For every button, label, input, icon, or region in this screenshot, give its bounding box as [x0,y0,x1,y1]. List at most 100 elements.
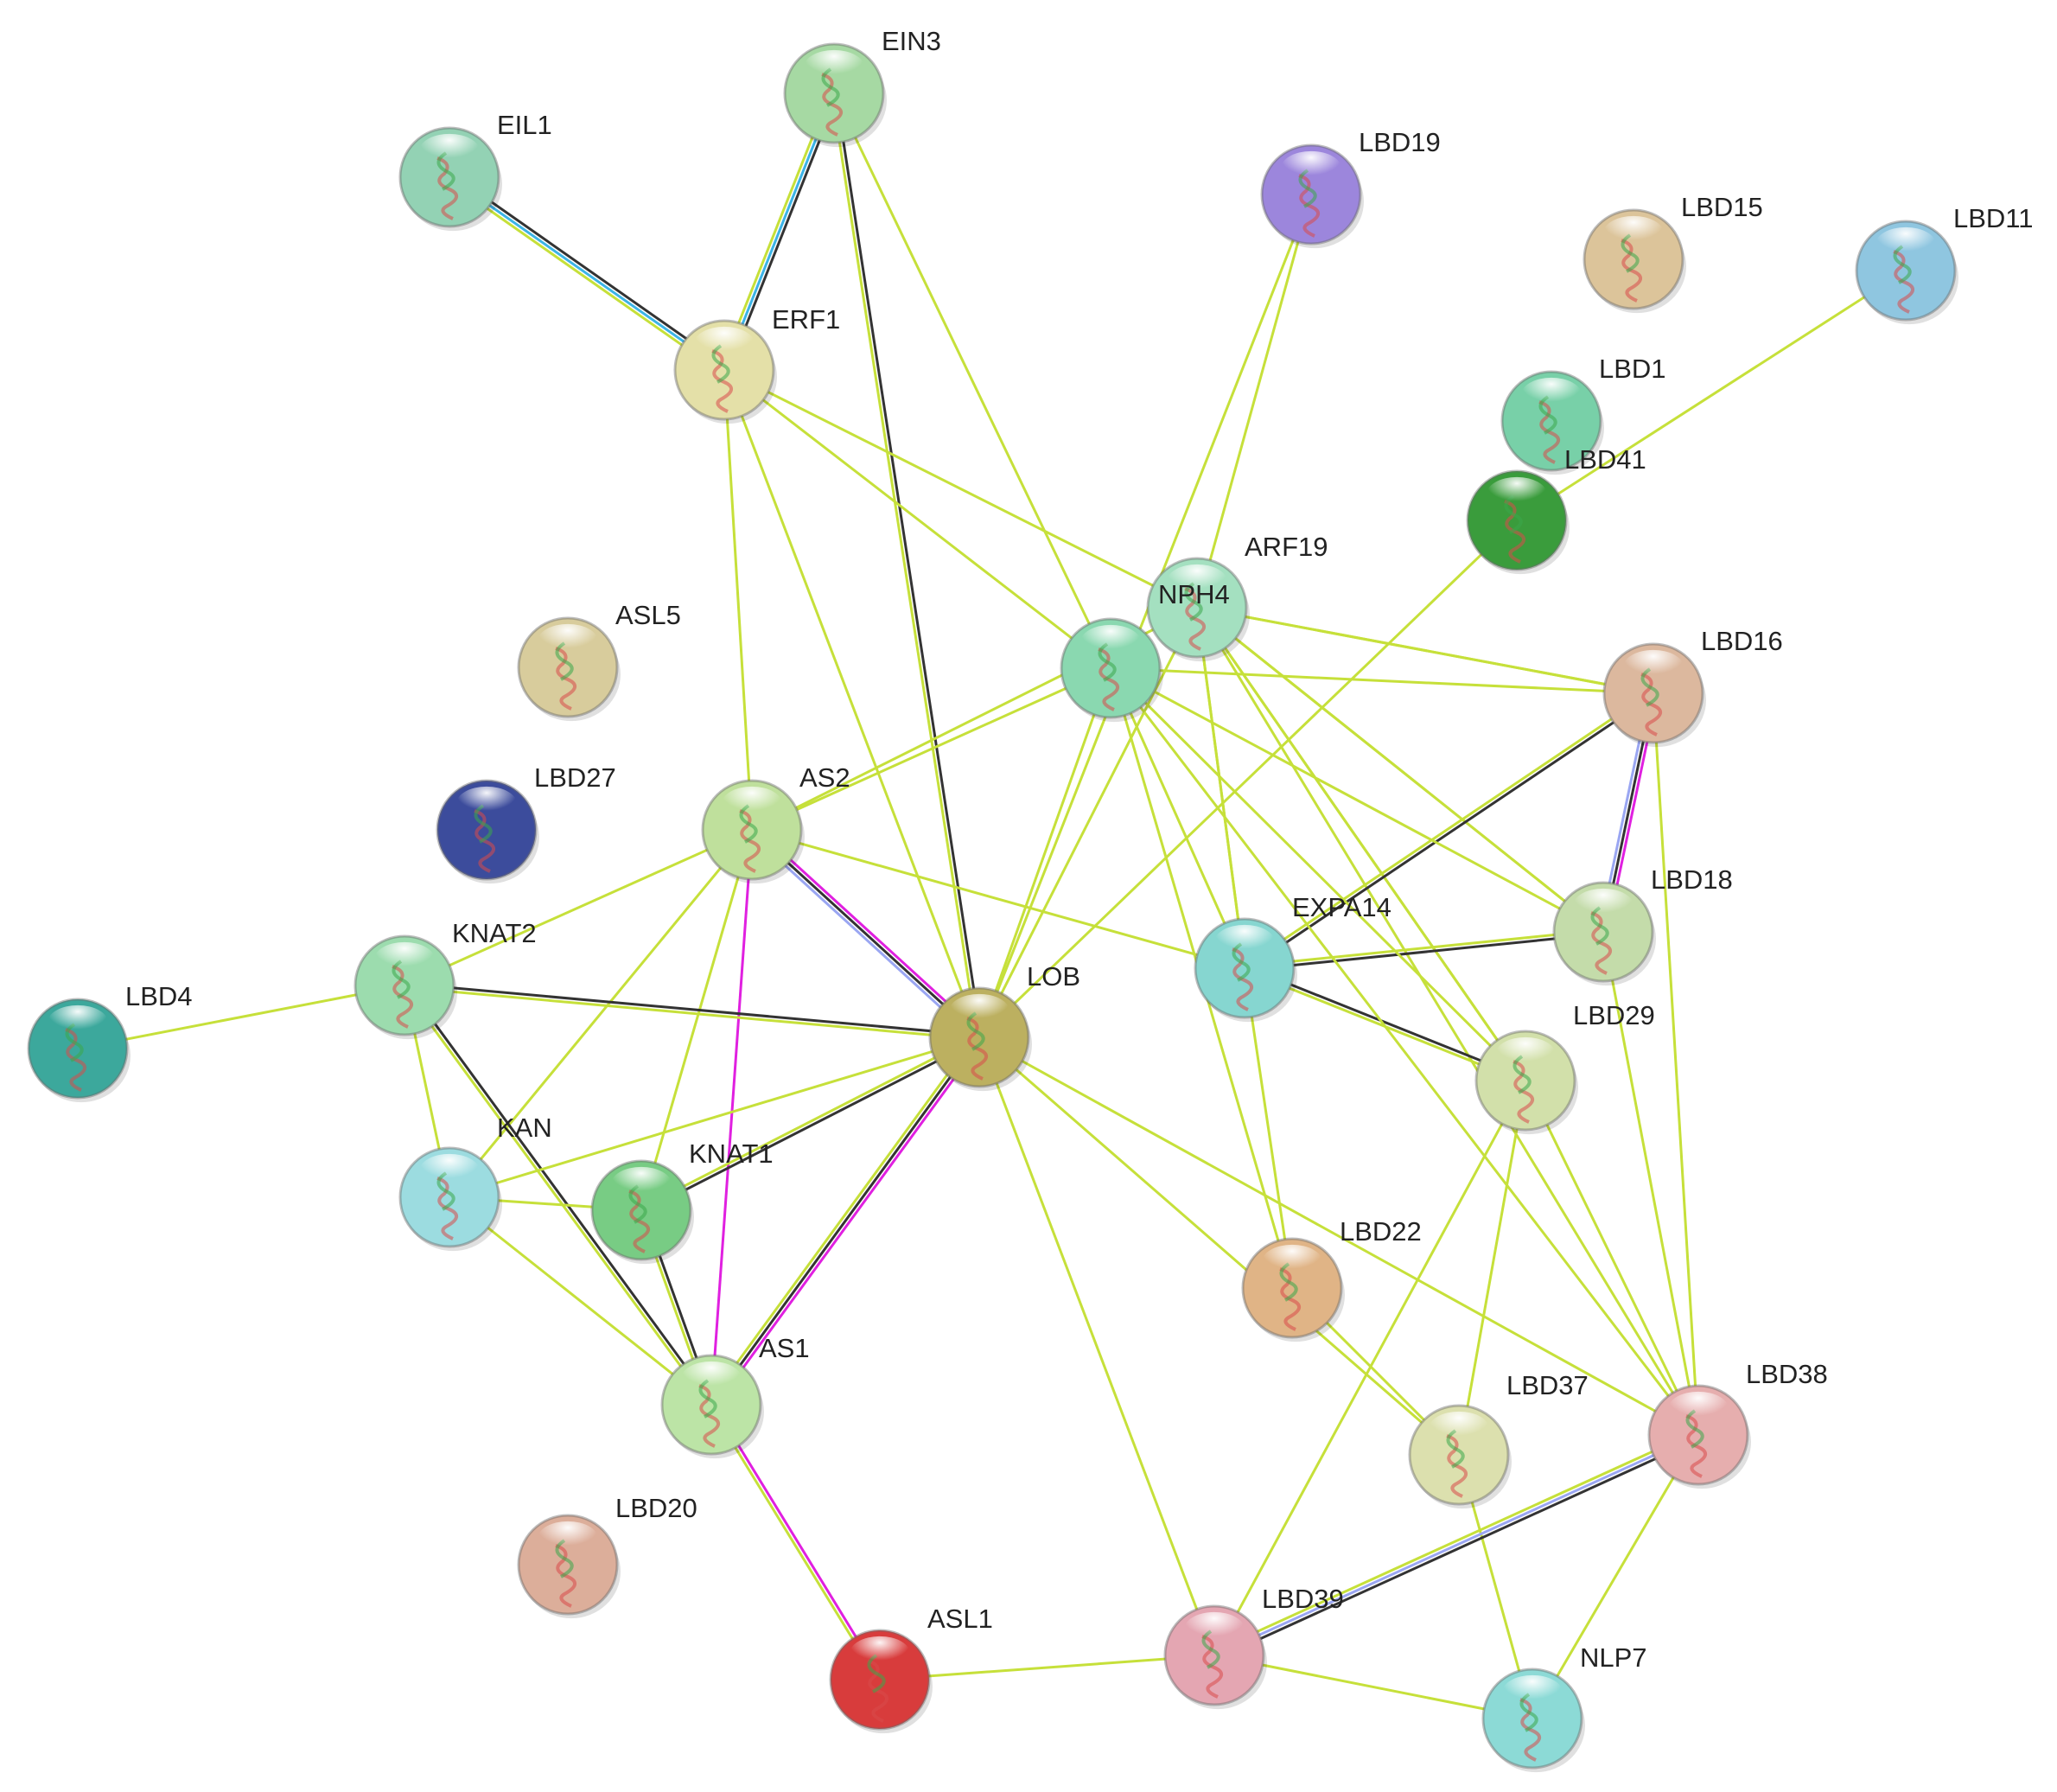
edge-arf19-lbd29-textmining [1195,607,1527,1081]
edge-lbd29-lbd37-textmining [1457,1080,1527,1456]
node-highlight [849,1636,911,1672]
node-highlight [1183,1611,1245,1648]
node-label-nlp7: NLP7 [1580,1642,1647,1673]
node-label-eil1: EIL1 [497,110,552,140]
node-lbd15[interactable]: LBD15 [1583,192,1763,314]
edge-kan-as1-textmining [449,1196,712,1406]
node-lbd38[interactable]: LBD38 [1647,1359,1828,1489]
edge-ein3-erf1-coexpression [726,94,839,373]
node-highlight [418,1153,481,1189]
node-highlight [1280,150,1342,187]
node-lbd1[interactable]: LBD1 [1500,354,1666,475]
node-label-kan: KAN [497,1113,552,1143]
node-lbd18[interactable]: LBD18 [1552,864,1733,986]
node-label-nph4: NPH4 [1158,579,1230,609]
node-label-lbd39: LBD39 [1262,1584,1344,1614]
node-label-expa14: EXPA14 [1292,892,1392,922]
edge-hub-lbd16 [1110,666,1654,695]
edge-hub-expa14 [1109,667,1246,969]
node-lbd27[interactable]: LBD27 [436,762,616,884]
node-highlight [1486,476,1548,513]
node-eil1[interactable]: EIL1 [398,110,552,232]
node-lbd16[interactable]: LBD16 [1602,626,1783,748]
edge-ein3-erf1-textmining [719,91,832,369]
node-expa14[interactable]: EXPA14 [1194,892,1392,1023]
node-lbd22[interactable]: LBD22 [1241,1216,1422,1342]
node-asl5[interactable]: ASL5 [517,600,681,722]
node-lbd20[interactable]: LBD20 [517,1493,697,1619]
edge-layer [77,91,1907,1720]
node-knat1[interactable]: KNAT1 [590,1138,774,1265]
edge-as2-kan-textmining [448,829,754,1198]
node-highlight [1520,377,1583,413]
edge-as2-expa14-textmining [751,828,1245,970]
node-label-lbd1: LBD1 [1599,354,1666,384]
node-lbd41[interactable]: LBD41 [1466,444,1646,575]
edge-knat2-lbd4-textmining [77,984,405,1050]
node-lbd4[interactable]: LBD4 [27,981,193,1103]
edge-as2-as1-experimental [710,829,754,1406]
node-label-knat2: KNAT2 [452,918,537,948]
node-label-arf19: ARF19 [1245,532,1328,562]
node-knat2[interactable]: KNAT2 [353,918,537,1040]
edge-lbd18-expa14-coexpression [1245,932,1604,972]
node-highlight [418,133,481,169]
edge-eil1-erf1-coexpression [450,173,728,368]
node-lbd37[interactable]: LBD37 [1408,1370,1589,1509]
node-erf1[interactable]: ERF1 [673,304,840,424]
edge-lob-lbd38-textmining [978,1036,1699,1437]
edge-as2-knat1-textmining [640,829,754,1211]
edge-arf19-expa14-textmining [1195,607,1246,969]
edge-as1-asl1-experimental [711,1403,883,1680]
edge-hub-lbd38 [1109,667,1700,1436]
edge-expa14-lbd29-coexpression [1245,965,1527,1081]
node-highlight [1428,1411,1490,1447]
edge-lob-as1-textmining [707,1034,978,1404]
node-label-lbd15: LBD15 [1681,192,1763,222]
edge-as2-lob-coexpression [750,828,981,1039]
node-highlight [803,49,865,86]
edge-knat2-as1-textmining [401,985,711,1407]
edge-lbd41-lob-textmining [978,519,1519,1039]
node-highlight [47,1004,109,1041]
edge-hub-erf1 [723,368,1111,670]
edge-as1-asl1-textmining [708,1405,880,1681]
node-lbd19[interactable]: LBD19 [1260,127,1441,249]
edge-as2-lob-homology [748,832,978,1042]
edge-lob-as1-experimental [713,1038,984,1408]
edge-nph4-lbd38-textmining [1195,607,1700,1436]
node-highlight [1572,888,1634,924]
node-asl1[interactable]: ASL1 [829,1604,993,1734]
edge-knat2-lob-coexpression [404,982,980,1037]
node-highlight [1667,1391,1729,1427]
edge-lbd39-nlp7-textmining [1213,1654,1533,1720]
edge-knat2-lob-textmining [404,985,979,1041]
node-kan[interactable]: KAN [398,1113,552,1252]
node-lob[interactable]: LOB [928,961,1080,1092]
edge-lob-as1-coexpression [710,1036,981,1406]
node-label-lbd37: LBD37 [1506,1370,1589,1400]
node-as2[interactable]: AS2 [701,762,850,884]
edge-eil1-erf1-database [449,175,725,372]
node-ein3[interactable]: EIN3 [783,26,941,148]
node-label-lbd18: LBD18 [1651,864,1733,895]
edge-lbd16-expa14-textmining [1242,690,1653,968]
node-label-lbd16: LBD16 [1701,626,1783,656]
edge-lbd16-expa14-coexpression [1245,693,1656,972]
node-nlp7[interactable]: NLP7 [1481,1642,1647,1773]
edge-hub-ein3 [832,92,1112,669]
edge-lbd18-lbd38-textmining [1602,931,1700,1436]
node-hub[interactable] [1060,617,1163,723]
node-lbd39[interactable]: LBD39 [1163,1584,1344,1710]
node-as1[interactable]: AS1 [660,1333,810,1459]
edge-arf19-lbd18-textmining [1196,606,1604,934]
node-lbd29[interactable]: LBD29 [1474,1000,1655,1135]
node-label-lbd29: LBD29 [1573,1000,1655,1030]
node-lbd11[interactable]: LBD11 [1855,203,2034,325]
edge-lob-lbd39-textmining [978,1036,1216,1656]
edge-lob-kan-textmining [449,1036,980,1199]
node-highlight [1875,226,1937,263]
